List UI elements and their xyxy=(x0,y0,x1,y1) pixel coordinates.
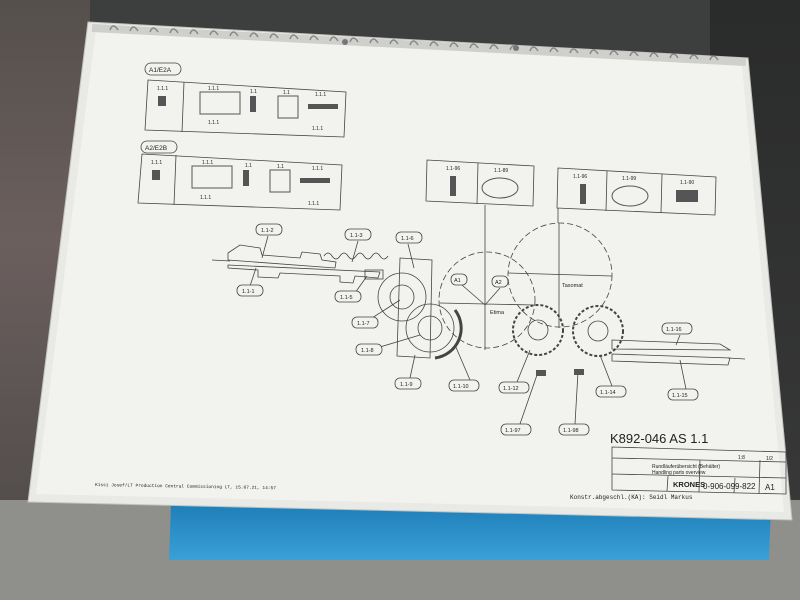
infeed-rail-top xyxy=(227,244,337,269)
infeed-starwheel xyxy=(377,272,427,322)
outfeed-rail-top xyxy=(611,339,732,351)
callout-1-1-9: 1.1-9 xyxy=(400,382,413,388)
part-number: 1.1.1 xyxy=(312,166,323,172)
guide-plate xyxy=(396,257,433,359)
part-number: 1.1 xyxy=(277,164,284,170)
etima-label: Etima xyxy=(490,310,505,316)
paper-format: A1 xyxy=(765,483,775,492)
sheet-number: 1/2 xyxy=(766,456,773,462)
title-de: Rundläuferübersicht (Behälter) xyxy=(652,464,720,470)
document-number: 0-906-099-822 xyxy=(703,482,756,491)
part-number: 1.1.1 xyxy=(312,126,323,132)
taxomat-carousel xyxy=(507,222,613,328)
punch-hole xyxy=(513,45,519,51)
parts-box-a1 xyxy=(144,79,347,138)
format-parts-box-left xyxy=(425,159,535,207)
part-number: 1.1 xyxy=(250,89,257,95)
outfeed-arrow xyxy=(727,357,746,360)
part-icons xyxy=(152,91,698,376)
format-parts-box-right xyxy=(556,167,717,216)
part-number: 1.1-90 xyxy=(680,180,694,186)
footer-print-info: Kissi Josef/LT Production Central Commis… xyxy=(95,482,276,491)
title-block xyxy=(611,446,787,495)
punch-hole xyxy=(342,39,348,45)
etima-carousel xyxy=(438,251,536,349)
part-number: 1.1.1 xyxy=(308,201,319,207)
part-number: 1.1-96 xyxy=(446,166,460,172)
callout-1-1-2: 1.1-2 xyxy=(261,228,274,234)
callout-1-1-16: 1.1-16 xyxy=(666,327,682,333)
part-number: 1.1 xyxy=(245,163,252,169)
guide-part xyxy=(364,269,384,280)
section-pill xyxy=(144,62,182,76)
callout-1-1-1: 1.1-1 xyxy=(242,289,255,295)
part-number: 1.1.1 xyxy=(200,195,211,201)
infeed-screw xyxy=(323,252,389,260)
part-number: 1.1 xyxy=(283,90,290,96)
part-number: 1.1.1 xyxy=(208,120,219,126)
infeed-rail-bottom xyxy=(227,264,381,284)
callout-a1: A1 xyxy=(454,278,461,284)
callout-1-1-15: 1.1-15 xyxy=(672,393,688,399)
taxomat-label: Taxomat xyxy=(562,283,583,289)
section-label-a2: A2/E2B xyxy=(145,145,167,152)
part-number: 1.1.1 xyxy=(202,160,213,166)
starwheel-1-1-12 xyxy=(512,304,564,356)
part-number: 1.1.1 xyxy=(208,86,219,92)
guide-arc xyxy=(434,309,463,360)
binder-rings xyxy=(109,25,719,61)
callout-1-1-14: 1.1-14 xyxy=(600,390,616,396)
company-logo: KRONES xyxy=(673,480,705,489)
outfeed-rail-bottom xyxy=(611,353,731,366)
callout-bubbles xyxy=(236,223,699,436)
section-label-a1: A1/E2A xyxy=(149,67,172,74)
part-number: 1.1.1 xyxy=(315,92,326,98)
callout-1-1-7: 1.1-7 xyxy=(357,321,370,327)
footer-designer: Konstr.abgeschl.(KA): Seidl Markus xyxy=(570,494,693,501)
callout-1-1-12: 1.1-12 xyxy=(503,386,519,392)
parts-box-a2 xyxy=(137,153,343,211)
part-number: 1.1-99 xyxy=(622,176,636,182)
callout-1-1-3: 1.1-3 xyxy=(350,233,363,239)
section-pill xyxy=(140,140,178,154)
scale: 1:8 xyxy=(738,455,745,461)
callout-1-1-5: 1.1-5 xyxy=(340,295,353,301)
callout-1-1-98: 1.1-98 xyxy=(563,428,579,434)
title-en: Handling parts overview xyxy=(652,470,706,476)
callout-1-1-8: 1.1-8 xyxy=(361,348,374,354)
drawing-number: K892-046 AS 1.1 xyxy=(610,431,708,446)
part-number: 1.1.1 xyxy=(151,160,162,166)
starwheel-1-1-14 xyxy=(572,305,624,357)
callout-1-1-6: 1.1-6 xyxy=(401,236,414,242)
callout-1-1-10: 1.1-10 xyxy=(453,384,469,390)
part-number: 1.1-89 xyxy=(494,168,508,174)
part-number: 1.1-96 xyxy=(573,174,587,180)
callout-a2: A2 xyxy=(495,280,502,286)
part-number: 1.1.1 xyxy=(157,86,168,92)
infeed-arrow xyxy=(211,259,231,262)
callout-1-1-97: 1.1-97 xyxy=(505,428,521,434)
transfer-starwheel xyxy=(405,303,455,353)
